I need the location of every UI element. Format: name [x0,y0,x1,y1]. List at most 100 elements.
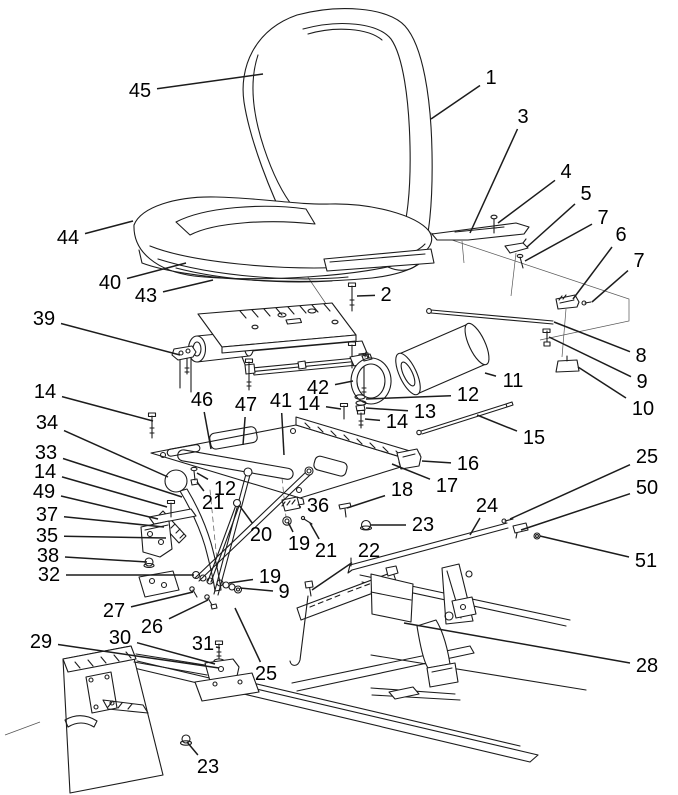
callout-leader-line [57,643,220,669]
callout-number: 17 [436,475,458,497]
callout-number: 50 [636,477,658,499]
callout-number: 39 [33,308,55,330]
callout-1-1: 1 [430,67,497,120]
bracket-30 [204,658,240,682]
callout-leader-line [591,270,629,303]
callout-number: 7 [633,250,644,272]
callout-36-46: 36 [299,495,329,517]
callout-12-17: 12 [365,384,479,406]
callout-51-34: 51 [539,535,657,572]
callout-24-31: 24 [469,495,498,536]
callout-number: 14 [34,381,56,403]
callout-number: 25 [636,446,658,468]
callout-19-48: 19 [287,521,310,555]
bolt-2 [349,285,355,312]
callout-number: 20 [250,524,272,546]
callout-number: 45 [129,80,151,102]
callout-leader-line [325,405,342,410]
callout-6-6: 6 [572,224,627,300]
shift-lever [164,469,222,592]
callout-34-36: 34 [36,412,169,478]
callout-leader-line [238,504,253,524]
callout-12-44: 12 [196,472,236,500]
callout-leader-line [476,414,518,432]
callout-leader-line [509,464,631,520]
callout-leader-line [403,622,631,664]
callout-leader-line [520,492,631,531]
callout-number: 21 [202,492,224,514]
callout-number: 9 [278,581,289,603]
plate-slot [177,449,294,480]
callout-leader-line [365,394,452,400]
callout-number: 4 [560,161,571,183]
bracket-5 [504,242,529,254]
callout-leader-line [287,521,294,533]
shoulder-bolt-18 [338,502,352,510]
callout-15-26: 15 [476,414,545,449]
suspension-assembly [171,282,371,397]
callout-17-28: 17 [391,463,458,497]
callout-13-18: 13 [365,401,436,423]
callout-leader-line [553,321,631,353]
plate-49 [148,508,197,525]
callout-leader-line [356,294,376,297]
nut-51 [533,532,541,540]
retainer-ring-42 [350,351,392,405]
callout-leader-line [469,128,519,234]
callout-46-21: 46 [191,389,213,450]
callout-number: 12 [457,384,479,406]
callout-leader-line [234,607,262,663]
callout-38-42: 38 [37,545,148,567]
callout-leader-line [346,494,386,509]
callout-leader-line [60,495,159,520]
callout-29-54: 29 [30,631,220,669]
callout-number: 49 [33,481,55,503]
callout-number: 5 [580,183,591,205]
callout-number: 28 [636,655,658,677]
callout-number: 23 [412,514,434,536]
callout-leader-line [421,460,452,464]
callout-23-30: 23 [371,514,434,536]
callout-number: 8 [635,345,646,367]
callout-43-10: 43 [135,279,214,307]
callout-number: 31 [192,633,214,655]
callout-leader-line [136,641,216,665]
callout-leader-line [430,84,481,120]
bolt-14-left [147,412,157,439]
callout-number: 40 [99,272,121,294]
callout-number: 16 [457,453,479,475]
callout-leader-line [309,522,320,540]
callout-45-0: 45 [129,73,264,102]
ball-knob-34 [164,469,188,493]
callout-number: 12 [214,478,236,500]
callout-number: 15 [523,427,545,449]
callout-leader-line [196,472,209,480]
bracket-36 [281,496,301,512]
callout-leader-line [203,411,212,450]
callout-number: 24 [476,495,498,517]
callout-28-59: 28 [403,622,658,677]
callout-number: 29 [30,631,52,653]
callout-number: 46 [191,389,213,411]
callout-number: 14 [298,393,320,415]
callout-leader-line [539,535,630,558]
callout-number: 43 [135,285,157,307]
callout-25-32: 25 [509,446,658,520]
callout-18-29: 18 [346,479,413,509]
frame-chassis [133,563,587,763]
callout-number: 21 [315,540,337,562]
callout-leader-line [280,412,285,456]
latch-bracket-group [194,640,260,702]
callout-33-37: 33 [35,442,183,498]
base-plate [150,416,422,499]
rod-20 [207,504,240,583]
callout-number: 34 [36,412,58,434]
callout-3-2: 3 [469,106,529,234]
callout-leader-line [572,246,613,300]
callout-number: 36 [307,495,329,517]
bumper-10 [555,359,580,373]
callout-14-20: 14 [34,381,154,422]
nut-19 [282,516,292,526]
callout-leader-line [497,179,556,224]
